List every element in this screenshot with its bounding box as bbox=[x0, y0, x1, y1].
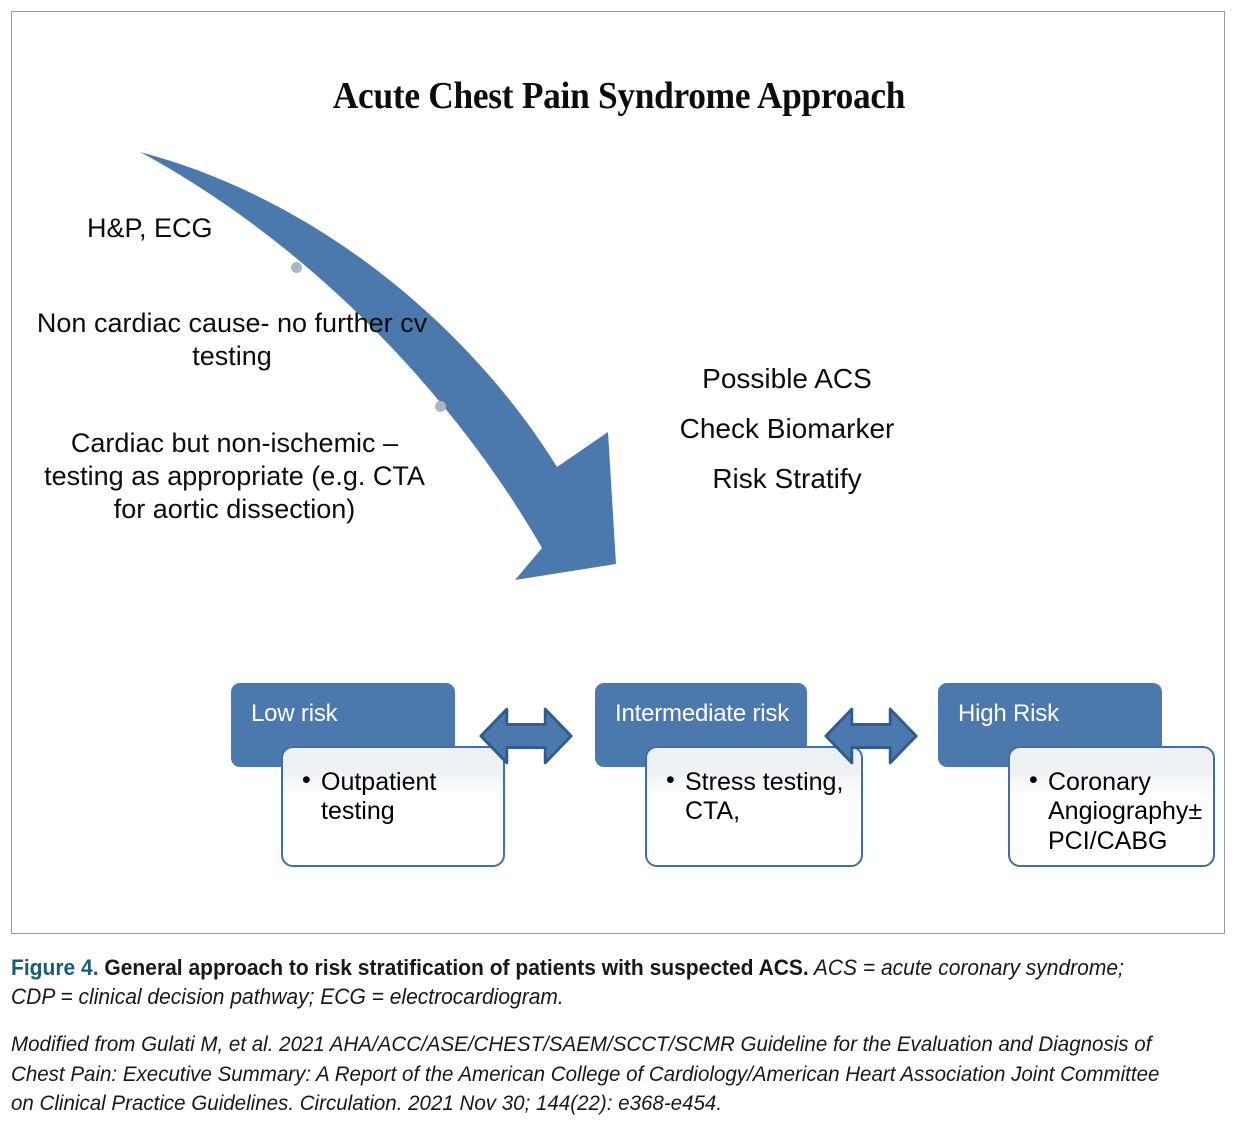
figure-label: Figure 4. bbox=[11, 955, 99, 980]
list-item: Stress testing, CTA, bbox=[666, 766, 849, 827]
list-item: Outpatient testing bbox=[302, 766, 491, 827]
risk-box-body: Stress testing, CTA, bbox=[645, 746, 863, 867]
caption-source-citation: Modified from Gulati M, et al. 2021 AHA/… bbox=[11, 1032, 1160, 1116]
figure-title: Acute Chest Pain Syndrome Approach bbox=[332, 75, 906, 117]
outcome-non-cardiac: Non cardiac cause- no further cv testing bbox=[36, 308, 428, 371]
figure-frame: Acute Chest Pain Syndrome Approach H&P, … bbox=[11, 11, 1225, 934]
caption-abbreviations: ACS = acute coronary syndrome; CDP = cli… bbox=[11, 955, 1124, 1010]
step-hp-ecg: H&P, ECG bbox=[87, 213, 213, 243]
possible-acs-block: Possible ACS Check Biomarker Risk Strati… bbox=[622, 354, 952, 503]
check-biomarker-line: Check Biomarker bbox=[679, 412, 895, 444]
caption-main-line: Figure 4. General approach to risk strat… bbox=[11, 953, 1172, 1011]
list-item: Coronary Angiography± PCI/CABG bbox=[1029, 766, 1202, 856]
bidirectional-arrow-icon bbox=[824, 707, 918, 765]
dot-bullet-icon bbox=[435, 401, 446, 412]
bidirectional-arrow-icon bbox=[479, 707, 573, 765]
outcome-cardiac-non-ischemic: Cardiac but non-ischemic – testing as ap… bbox=[44, 428, 425, 524]
risk-stratify-line: Risk Stratify bbox=[712, 462, 862, 494]
dot-bullet-icon bbox=[291, 262, 302, 273]
risk-box-body: Coronary Angiography± PCI/CABG bbox=[1008, 746, 1215, 867]
figure-caption: Figure 4. General approach to risk strat… bbox=[11, 953, 1227, 1119]
risk-box-body: Outpatient testing bbox=[281, 746, 505, 867]
caption-description: General approach to risk stratification … bbox=[98, 955, 809, 980]
possible-acs-line: Possible ACS bbox=[702, 363, 872, 394]
